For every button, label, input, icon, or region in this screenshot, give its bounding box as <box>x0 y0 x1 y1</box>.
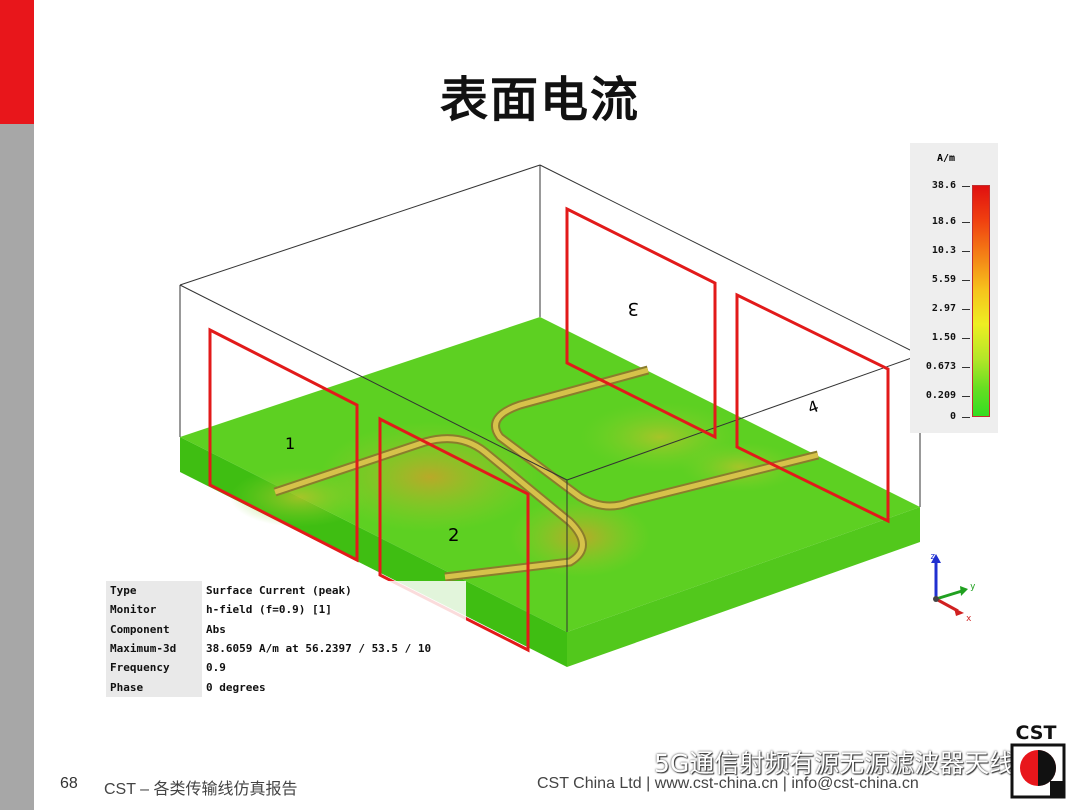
trace-1-2-highlight <box>274 436 585 580</box>
color-scale-legend: A/m 38.6 18.6 10.3 5.59 2.97 1.50 0.673 … <box>910 143 998 433</box>
legend-tick-mark <box>962 396 970 397</box>
port-label-3: 3 <box>628 298 639 319</box>
info-value: Abs <box>202 619 466 639</box>
legend-tick: 0.673 <box>925 361 956 372</box>
z-axis-label: z <box>930 552 935 562</box>
x-axis-label: x <box>966 614 972 621</box>
info-value: 38.6059 A/m at 56.2397 / 53.5 / 10 <box>202 638 466 659</box>
footer-contact: CST China Ltd | www.cst-china.cn | info@… <box>537 775 919 792</box>
info-value: 0.9 <box>202 658 466 678</box>
info-label: Frequency <box>106 658 202 678</box>
y-axis-icon <box>935 589 963 601</box>
info-value: Surface Current (peak) <box>202 581 466 601</box>
legend-tick: 2.97 <box>931 303 956 314</box>
port-plane-3 <box>565 206 717 440</box>
legend-tick: 10.3 <box>931 245 956 256</box>
wechat-icon <box>613 750 645 773</box>
x-axis-arrow-icon <box>954 608 964 616</box>
port-plane-2 <box>378 416 530 653</box>
wechat-watermark: 5G通信射频有源无源滤波器天线 <box>612 744 1014 780</box>
color-scale-bar <box>972 185 990 417</box>
footer-report-title: CST – 各类传输线仿真报告 <box>104 781 298 798</box>
port-plane-1 <box>208 327 359 563</box>
side-gray-bar <box>0 124 34 810</box>
port-label-1: 1 <box>285 434 295 453</box>
y-axis-arrow-icon <box>960 586 968 596</box>
axes-origin-icon <box>933 596 939 602</box>
page-title: 表面电流 <box>439 72 640 128</box>
port-label-4: 4 <box>805 396 821 417</box>
substrate-right-side <box>567 507 920 667</box>
legend-tick-mark <box>962 417 970 418</box>
legend-tick: 0.209 <box>925 390 956 401</box>
legend-tick-mark <box>962 367 970 368</box>
legend-tick-mark <box>962 338 970 339</box>
legend-tick-mark <box>962 280 970 281</box>
current-distribution-3d-plot: 1 2 3 4 <box>179 164 921 667</box>
cst-logo-text: CST <box>1016 722 1057 744</box>
legend-unit: A/m <box>936 153 956 164</box>
legend-tick: 0 <box>949 411 956 422</box>
legend-tick: 38.6 <box>931 180 956 191</box>
port-label-2: 2 <box>448 525 459 546</box>
info-label: Monitor <box>106 600 202 620</box>
legend-tick-mark <box>962 186 970 187</box>
legend-tick-mark <box>962 251 970 252</box>
legend-tick: 5.59 <box>931 274 956 285</box>
trace-3-4-highlight <box>493 367 819 509</box>
axes-triad: z y x <box>930 552 976 621</box>
info-label: Component <box>106 619 202 639</box>
y-axis-label: y <box>970 582 976 592</box>
legend-tick-mark <box>962 309 970 310</box>
info-label: Type <box>106 581 202 601</box>
cst-logo: CST <box>1010 722 1066 799</box>
watermark-text: 5G通信射频有源无源滤波器天线 <box>654 749 1015 778</box>
legend-tick-mark <box>962 222 970 223</box>
z-axis-arrow-icon <box>931 554 941 563</box>
legend-tick: 18.6 <box>931 216 956 227</box>
info-label: Maximum-3d <box>106 638 202 659</box>
info-value: 0 degrees <box>202 677 466 697</box>
field-hotspot <box>230 467 370 527</box>
info-label: Phase <box>106 677 202 697</box>
port-plane-4 <box>735 292 890 524</box>
page-number: 68 <box>60 775 78 792</box>
legend-tick: 1.50 <box>931 332 956 343</box>
accent-red-bar <box>0 0 34 124</box>
info-value: h-field (f=0.9) [1] <box>202 600 466 620</box>
